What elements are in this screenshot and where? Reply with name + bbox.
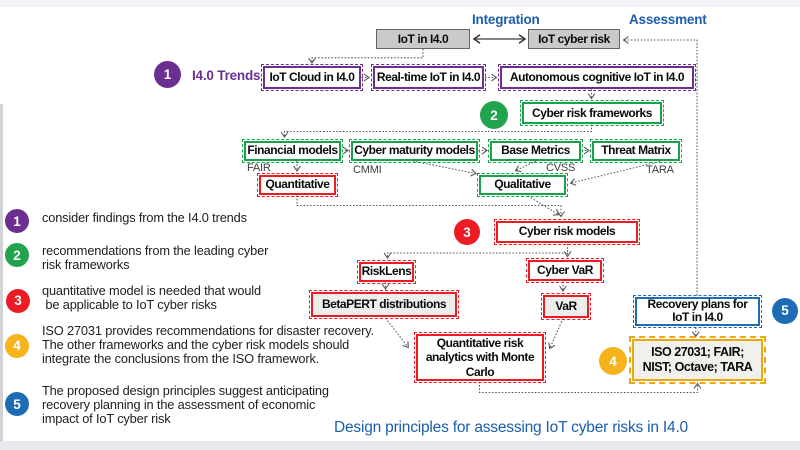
- note-2: recommendations from the leading cyber r…: [42, 242, 269, 272]
- left-strip: [0, 104, 3, 441]
- tag-fair: FAIR: [247, 162, 271, 174]
- node-monte-carlo: Quantitative risk analytics with Monte C…: [414, 332, 546, 383]
- badge-5-flow: 5: [772, 297, 798, 324]
- tag-cvss: CVSS: [546, 162, 576, 174]
- dashed-connectors: [280, 36, 702, 394]
- node-iot-cloud: IoT Cloud in I4.0: [261, 64, 363, 91]
- badge-3-flow: 3: [454, 219, 480, 245]
- top-strip: [0, 0, 800, 7]
- node-risklens: RiskLens: [357, 259, 416, 284]
- node-quantitative: Quantitative: [257, 172, 338, 197]
- badge-4-flow: 4: [599, 347, 627, 375]
- badge-2-note: 2: [5, 243, 29, 267]
- edge-betapert-to-monte: [385, 317, 409, 349]
- edge-quantitative-to-models: [296, 195, 565, 218]
- note-5: The proposed design principles suggest a…: [42, 382, 329, 426]
- tag-cmmi: CMMI: [353, 163, 382, 176]
- edge-threat-to-qualitative: [569, 160, 661, 186]
- caption: Design principles for assessing IoT cybe…: [334, 419, 688, 436]
- node-threat-matrix: Threat Matrix: [590, 139, 682, 163]
- node-iot-cyber-risk: IoT cyber risk: [528, 29, 620, 49]
- badge-4-note: 4: [5, 333, 29, 358]
- node-base-metrics: Base Metrics: [488, 139, 583, 163]
- note-1: consider findings from the I4.0 trends: [42, 209, 247, 225]
- edge-models-to-risklens: [383, 243, 569, 259]
- node-var: VaR: [541, 292, 591, 320]
- node-autonomous-iot: Autonomous cognitive IoT in I4.0: [498, 64, 696, 91]
- badge-3-note: 3: [6, 288, 30, 313]
- node-recovery-plans: Recovery plans for IoT in I4.0: [633, 294, 762, 328]
- note-4: ISO 27031 provides recommendations for d…: [42, 322, 374, 366]
- edge-recovery-to-cyberrisk: [622, 36, 698, 296]
- node-risk-models: Cyber risk models: [494, 218, 640, 245]
- node-qualitative: Qualitative: [477, 172, 568, 197]
- assessment-label: Assessment: [629, 12, 707, 27]
- badge-1-flow: 1: [154, 61, 181, 88]
- bottom-strip: [0, 441, 800, 450]
- node-realtime-iot: Real-time IoT in I4.0: [371, 64, 486, 91]
- trends-label: I4.0 Trends: [192, 68, 261, 83]
- node-iso-frameworks: ISO 27031; FAIR; NIST; Octave; TARA: [629, 336, 766, 384]
- edge-base-to-qualitative: [514, 160, 537, 173]
- node-cyber-var: Cyber VaR: [526, 258, 604, 283]
- node-frameworks: Cyber risk frameworks: [520, 100, 664, 126]
- tag-tara: TARA: [646, 163, 674, 176]
- edge-qualitative-to-models: [527, 195, 560, 216]
- edge-iotin-to-cloud: [308, 48, 424, 64]
- node-financial-models: Financial models: [242, 139, 343, 163]
- node-maturity-models: Cyber maturity models: [349, 139, 480, 163]
- edge-frameworks-to-financial: [280, 124, 593, 138]
- badge-5-note: 5: [5, 392, 29, 416]
- edge-var-to-monte: [548, 318, 564, 350]
- integration-label: Integration: [472, 12, 540, 27]
- badge-1-note: 1: [5, 209, 29, 233]
- badge-2-flow: 2: [480, 101, 508, 129]
- edge-monte-to-iso: [478, 381, 702, 394]
- node-betapert: BetaPERT distributions: [309, 290, 459, 319]
- note-3: quantitative model is needed that would …: [42, 283, 261, 312]
- edge-maturity-to-qualitative: [412, 160, 477, 177]
- node-iot-in-i40: IoT in I4.0: [376, 29, 470, 49]
